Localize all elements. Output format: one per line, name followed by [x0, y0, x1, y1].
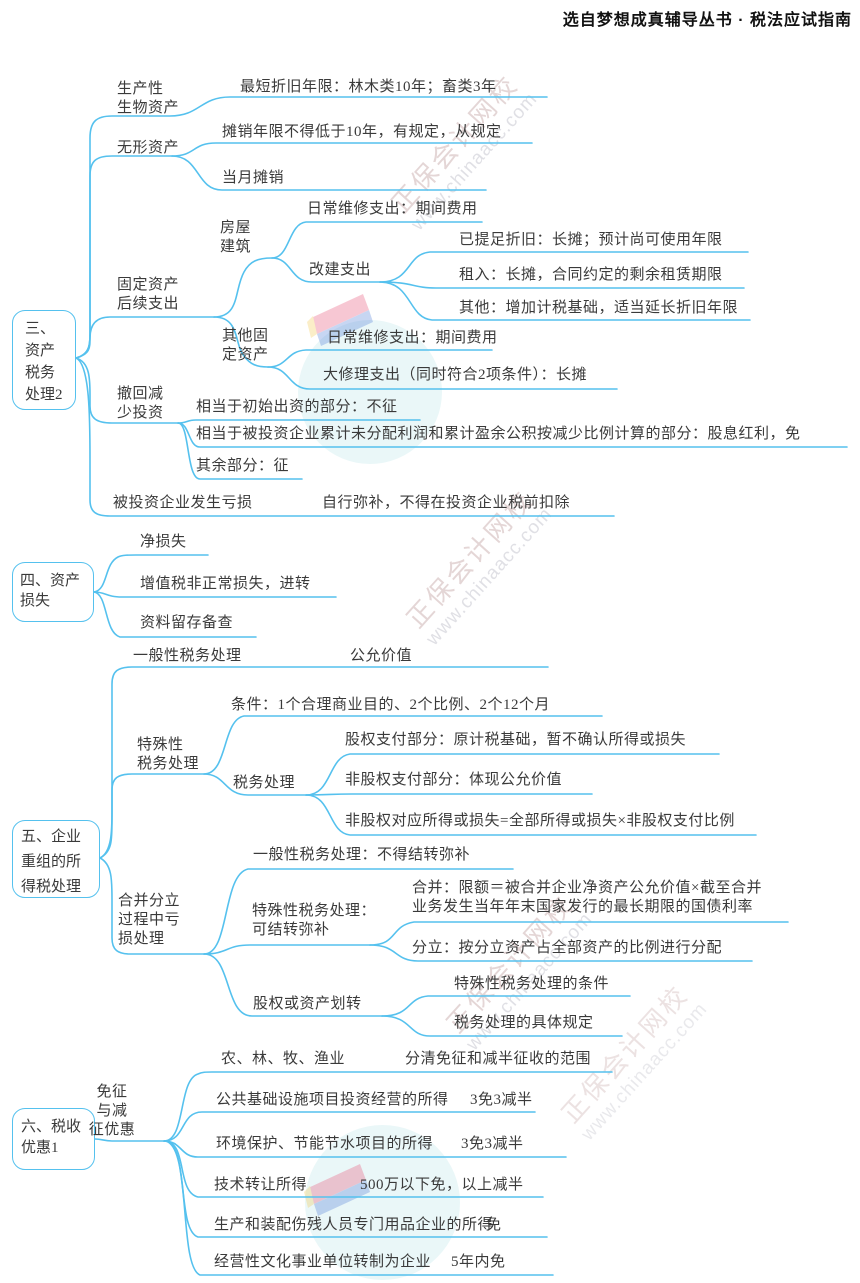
leaf-tech-transfer-value: 500万以下免，以上减半 — [360, 1177, 524, 1193]
topic-box-section4: 四、资产 损失 — [12, 562, 94, 622]
brand-logo-circle — [305, 1125, 460, 1280]
leaf-initial-investment-part: 相当于初始出资的部分：不征 — [196, 399, 398, 415]
leaf-environment-value: 3免3减半 — [461, 1136, 524, 1152]
topic-box-section3: 三、 资产 税务 处理2 — [12, 310, 76, 410]
leaf-non-equity-formula: 非股权对应所得或损失=全部所得或损失×非股权支付比例 — [345, 813, 735, 829]
leaf-cultural-institution: 经营性文化事业单位转制为企业 — [214, 1254, 432, 1270]
leaf-investee-loss-rule: 自行弥补，不得在投资企业税前扣除 — [322, 495, 571, 511]
topic-box-section5: 五、企业 重组的所 得税处理 — [12, 820, 100, 898]
leaf-overhaul-expense: 大修理支出（同时符合2项条件）：长摊 — [323, 367, 588, 383]
node-tax-treatment: 税务处理 — [233, 775, 296, 791]
node-other-fixed-assets: 其他固 定资产 — [222, 328, 269, 363]
leaf-split-allocation: 分立：按分立资产占全部资产的比例进行分配 — [412, 940, 723, 956]
leaf-merge-limit-formula: 合并：限额＝被合并企业净资产公允价值×截至合并 业务发生当年年末国家发行的最长期… — [412, 880, 762, 915]
leaf-remaining-part: 其余部分：征 — [196, 458, 290, 474]
section3-branch-lines — [75, 96, 848, 517]
topic-box-section6: 六、税收 优惠1 — [12, 1108, 95, 1170]
page-header-title: 选自梦想成真辅导丛书 · 税法应试指南 — [562, 12, 852, 29]
leaf-merge-general: 一般性税务处理：不得结转弥补 — [253, 847, 471, 863]
leaf-keep-records: 资料留存备查 — [140, 615, 234, 631]
brand-logo-icon — [307, 294, 373, 346]
leaf-disabled-products-value: 免 — [486, 1217, 502, 1233]
node-special-treatment: 特殊性 税务处理 — [137, 737, 200, 772]
node-general-treatment: 一般性税务处理 — [133, 648, 242, 664]
leaf-infrastructure-value: 3免3减半 — [470, 1092, 533, 1108]
leaf-depreciation-years: 最短折旧年限：林木类10年；畜类3年 — [240, 79, 497, 95]
node-bio-assets: 生产性 生物资产 — [117, 81, 180, 116]
section5-branch-lines — [99, 666, 789, 1037]
node-intangible-assets: 无形资产 — [117, 140, 180, 156]
leaf-daily-repair-other: 日常维修支出：期间费用 — [327, 330, 498, 346]
node-exempt-reduce: 免征 与减 征优惠 — [88, 1084, 136, 1138]
node-investee-loss: 被投资企业发生亏损 — [113, 495, 253, 511]
leaf-tech-transfer: 技术转让所得 — [214, 1177, 308, 1193]
leaf-agriculture-value: 分清免征和减半征收的范围 — [405, 1051, 592, 1067]
leaf-fair-value: 公允价值 — [350, 648, 413, 664]
leaf-infrastructure: 公共基础设施项目投资经营的所得 — [216, 1092, 449, 1108]
node-equity-asset-transfer: 股权或资产划转 — [253, 996, 362, 1012]
leaf-daily-repair-house: 日常维修支出：期间费用 — [307, 201, 478, 217]
node-rebuild-expense: 改建支出 — [309, 262, 372, 278]
leaf-environment: 环境保护、节能节水项目的所得 — [216, 1136, 434, 1152]
node-merge-special: 特殊性税务处理： 可结转弥补 — [252, 903, 377, 938]
node-fixed-asset-subsequent: 固定资产 后续支出 — [117, 277, 180, 312]
leaf-other-rebuild: 其他：增加计税基础，适当延长折旧年限 — [459, 300, 739, 316]
leaf-net-loss: 净损失 — [140, 534, 187, 550]
leaf-current-month-amortize: 当月摊销 — [222, 170, 285, 186]
leaf-special-conditions: 条件：1个合理商业目的、2个比例、2个12个月 — [231, 697, 551, 713]
leaf-agriculture: 农、林、牧、渔业 — [221, 1051, 346, 1067]
leaf-cultural-institution-value: 5年内免 — [451, 1254, 506, 1270]
leaf-transfer-rules: 税务处理的具体规定 — [454, 1015, 594, 1031]
node-withdraw-investment: 撤回减 少投资 — [117, 386, 164, 421]
section6-branch-lines — [94, 1071, 613, 1276]
section4-branch-lines — [93, 554, 337, 638]
leaf-vat-abnormal-loss: 增值税非正常损失，进转 — [140, 576, 311, 592]
brand-logo-circle — [298, 320, 442, 464]
leaf-transfer-conditions: 特殊性税务处理的条件 — [454, 976, 610, 992]
leaf-disabled-products: 生产和装配伤残人员专门用品企业的所得 — [214, 1217, 494, 1233]
node-merge-split-loss: 合并分立 过程中亏 损处理 — [118, 893, 181, 947]
leaf-non-equity-payment: 非股权支付部分：体现公允价值 — [345, 772, 563, 788]
leaf-amortization-years: 摊销年限不得低于10年，有规定，从规定 — [222, 124, 502, 140]
leaf-leased-in: 租入：长摊，合同约定的剩余租赁期限 — [459, 267, 723, 283]
node-house-building: 房屋 建筑 — [220, 220, 252, 255]
leaf-dividend-part: 相当于被投资企业累计未分配利润和累计盈余公积按减少比例计算的部分：股息红利，免 — [196, 426, 801, 442]
leaf-equity-payment: 股权支付部分：原计税基础，暂不确认所得或损失 — [345, 732, 687, 748]
leaf-fully-depreciated: 已提足折旧：长摊；预计尚可使用年限 — [459, 232, 723, 248]
